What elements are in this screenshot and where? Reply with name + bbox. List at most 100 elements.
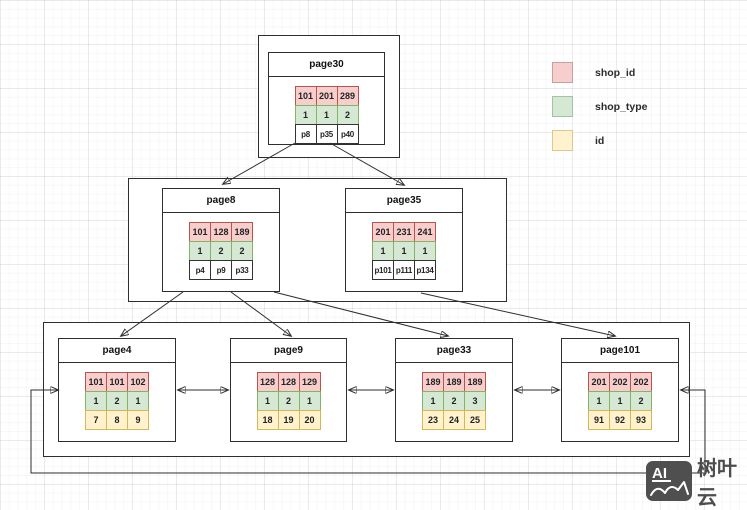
- node-page101: page101 201 202 202 1 1 2 91 92 93: [561, 338, 679, 442]
- cell-shop-type: 1: [85, 391, 107, 411]
- cell-shop-type: 2: [277, 391, 300, 411]
- cell-shop-type: 2: [106, 391, 128, 411]
- legend-label: shop_id: [595, 66, 636, 79]
- cell-shop-id: 102: [127, 372, 149, 392]
- cell-shop-id: 201: [315, 86, 338, 106]
- cell-shop-type: 1: [294, 105, 317, 125]
- node-title: page9: [231, 339, 346, 363]
- cell-shop-id: 128: [277, 372, 300, 392]
- row-pointers: p8 p35 p40: [294, 124, 359, 144]
- cell-shop-type: 1: [298, 391, 321, 411]
- id-swatch: [552, 130, 573, 151]
- cell-id: 7: [85, 410, 107, 430]
- ai-photo-logo-icon: AI: [645, 460, 693, 502]
- node-title: page35: [346, 189, 462, 213]
- row-shop-type: 1 2 3: [422, 391, 486, 411]
- cell-shop-id: 101: [85, 372, 107, 392]
- cell-shop-type: 3: [464, 391, 486, 411]
- legend-label: shop_type: [595, 100, 648, 113]
- cell-shop-type: 1: [189, 241, 211, 261]
- node-page9: page9 128 128 129 1 2 1 18 19 20: [230, 338, 347, 442]
- node-page4: page4 101 101 102 1 2 1 7 8 9: [58, 338, 176, 442]
- cell-pointer: p111: [393, 260, 415, 280]
- cell-shop-id: 201: [372, 222, 394, 242]
- node-table: 101 201 289 1 1 2 p8 p35 p40: [294, 86, 359, 144]
- node-table: 201 202 202 1 1 2 91 92 93: [588, 372, 652, 430]
- watermark-brand-text: 树叶云: [697, 458, 737, 509]
- cell-id: 8: [106, 410, 128, 430]
- cell-pointer: p40: [336, 124, 359, 144]
- shop-id-swatch: [552, 62, 573, 83]
- cell-id: 20: [298, 410, 321, 430]
- row-shop-id: 101 201 289: [294, 86, 359, 106]
- cell-id: 9: [127, 410, 149, 430]
- cell-shop-id: 128: [210, 222, 232, 242]
- cell-pointer: p101: [372, 260, 394, 280]
- svg-text:AI: AI: [652, 465, 667, 482]
- cell-id: 93: [630, 410, 652, 430]
- node-title: page101: [562, 339, 678, 363]
- legend-item-shop-type: shop_type: [552, 96, 648, 117]
- cell-shop-type: 2: [336, 105, 359, 125]
- legend: shop_id shop_type id: [552, 62, 648, 164]
- node-title: page33: [396, 339, 512, 363]
- cell-id: 24: [443, 410, 465, 430]
- row-shop-type: 1 2 1: [256, 391, 321, 411]
- cell-shop-type: 2: [210, 241, 232, 261]
- cell-pointer: p134: [414, 260, 436, 280]
- cell-shop-id: 189: [443, 372, 465, 392]
- node-page30: page30 101 201 289 1 1 2 p8 p35 p40: [268, 52, 385, 145]
- row-shop-type: 1 2 1: [85, 391, 149, 411]
- node-table: 189 189 189 1 2 3 23 24 25: [422, 372, 486, 430]
- cell-shop-type: 1: [422, 391, 444, 411]
- legend-label: id: [595, 134, 605, 147]
- cell-shop-id: 189: [231, 222, 253, 242]
- cell-id: 25: [464, 410, 486, 430]
- cell-shop-id: 189: [422, 372, 444, 392]
- legend-item-id: id: [552, 130, 648, 151]
- row-id: 7 8 9: [85, 410, 149, 430]
- cell-id: 19: [277, 410, 300, 430]
- cell-shop-type: 2: [231, 241, 253, 261]
- node-title: page4: [59, 339, 175, 363]
- cell-shop-type: 1: [393, 241, 415, 261]
- cell-shop-id: 101: [106, 372, 128, 392]
- cell-shop-type: 2: [443, 391, 465, 411]
- cell-shop-id: 101: [294, 86, 317, 106]
- row-shop-type: 1 1 2: [588, 391, 652, 411]
- cell-shop-type: 1: [315, 105, 338, 125]
- cell-shop-id: 289: [336, 86, 359, 106]
- node-page8: page8 101 128 189 1 2 2 p4 p9 p33: [162, 188, 280, 292]
- row-id: 23 24 25: [422, 410, 486, 430]
- cell-shop-type: 1: [414, 241, 436, 261]
- shop-type-swatch: [552, 96, 573, 117]
- row-shop-id: 101 101 102: [85, 372, 149, 392]
- cell-pointer: p33: [231, 260, 253, 280]
- cell-shop-id: 202: [609, 372, 631, 392]
- cell-shop-id: 129: [298, 372, 321, 392]
- node-title: page8: [163, 189, 279, 213]
- cell-shop-id: 202: [630, 372, 652, 392]
- cell-pointer: p4: [189, 260, 211, 280]
- cell-shop-id: 101: [189, 222, 211, 242]
- node-table: 101 101 102 1 2 1 7 8 9: [85, 372, 149, 430]
- cell-shop-id: 201: [588, 372, 610, 392]
- cell-shop-type: 1: [609, 391, 631, 411]
- cell-shop-id: 128: [256, 372, 279, 392]
- row-shop-id: 201 231 241: [372, 222, 436, 242]
- cell-id: 92: [609, 410, 631, 430]
- cell-id: 91: [588, 410, 610, 430]
- row-shop-type: 1 2 2: [189, 241, 253, 261]
- node-table: 128 128 129 1 2 1 18 19 20: [256, 372, 321, 430]
- watermark: AI 树叶云: [645, 452, 747, 510]
- node-table: 201 231 241 1 1 1 p101 p111 p134: [372, 222, 436, 280]
- row-shop-id: 201 202 202: [588, 372, 652, 392]
- cell-pointer: p9: [210, 260, 232, 280]
- cell-pointer: p8: [294, 124, 317, 144]
- legend-item-shop-id: shop_id: [552, 62, 648, 83]
- cell-pointer: p35: [315, 124, 338, 144]
- cell-shop-type: 1: [372, 241, 394, 261]
- cell-shop-type: 1: [127, 391, 149, 411]
- row-pointers: p101 p111 p134: [372, 260, 436, 280]
- cell-shop-type: 1: [256, 391, 279, 411]
